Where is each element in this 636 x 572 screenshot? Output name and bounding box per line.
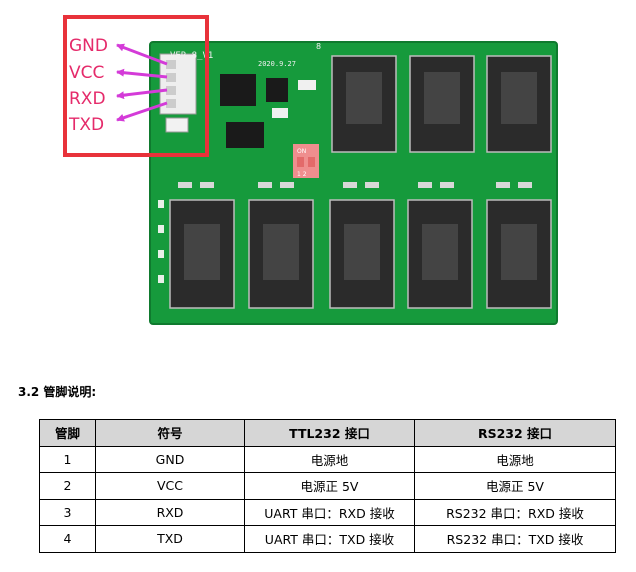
header-symbol: 符号 xyxy=(95,419,245,447)
pin-arrows xyxy=(116,43,168,122)
cell-rs232: 电源正 5V xyxy=(414,472,616,500)
cell-pin: 3 xyxy=(39,498,96,526)
table-row: 2 VCC 电源正 5V 电源正 5V xyxy=(39,472,616,500)
cell-ttl232: UART 串口：TXD 接收 xyxy=(244,525,415,553)
pin-label-vcc: VCC xyxy=(69,63,104,83)
table-row: 3 RXD UART 串口：RXD 接收 RS232 串口：RXD 接收 xyxy=(39,498,616,526)
pin-label-txd: TXD xyxy=(68,115,104,135)
ic-chips xyxy=(220,74,316,148)
pin-label-rxd: RXD xyxy=(69,89,106,109)
board-date-label: 2020.9.27 xyxy=(258,60,296,68)
dip-switch-number-label: 1 2 xyxy=(297,171,307,178)
board-photo: VER 8_V1 2020.9.27 8 ON 1 2 xyxy=(63,15,558,325)
cell-symbol: GND xyxy=(95,445,245,473)
cell-rs232: 电源地 xyxy=(414,445,616,473)
cell-pin: 4 xyxy=(39,525,96,553)
cell-rs232: RS232 串口：RXD 接收 xyxy=(414,498,616,526)
cell-rs232: RS232 串口：TXD 接收 xyxy=(414,525,616,553)
table-row: 4 TXD UART 串口：TXD 接收 RS232 串口：TXD 接收 xyxy=(39,525,616,553)
cell-pin: 1 xyxy=(39,445,96,473)
header-rs232: RS232 接口 xyxy=(414,419,616,447)
table-row: 1 GND 电源地 电源地 xyxy=(39,445,616,473)
pin-labels: GND VCC RXD TXD xyxy=(68,36,108,135)
dip-switch-on-label: ON xyxy=(297,148,306,155)
pin-highlight-box xyxy=(63,15,209,157)
cell-ttl232: UART 串口：RXD 接收 xyxy=(244,498,415,526)
cell-symbol: TXD xyxy=(95,525,245,553)
cell-ttl232: 电源地 xyxy=(244,445,415,473)
cell-symbol: VCC xyxy=(95,472,245,500)
section-title: 3.2 管脚说明: xyxy=(18,385,97,399)
table-header-row: 管脚 符号 TTL232 接口 RS232 接口 xyxy=(39,419,616,447)
cell-symbol: RXD xyxy=(95,498,245,526)
pin-label-gnd: GND xyxy=(69,36,108,56)
dip-switch: ON 1 2 xyxy=(293,144,319,178)
pin-description-table: 管脚 符号 TTL232 接口 RS232 接口 1 GND 电源地 电源地 2… xyxy=(39,419,616,553)
board-version-label: VER 8_V1 xyxy=(170,51,213,61)
cell-ttl232: 电源正 5V xyxy=(244,472,415,500)
cell-pin: 2 xyxy=(39,472,96,500)
board-mark-label: 8 xyxy=(316,42,321,51)
header-ttl232: TTL232 接口 xyxy=(244,419,415,447)
header-pin: 管脚 xyxy=(39,419,96,447)
